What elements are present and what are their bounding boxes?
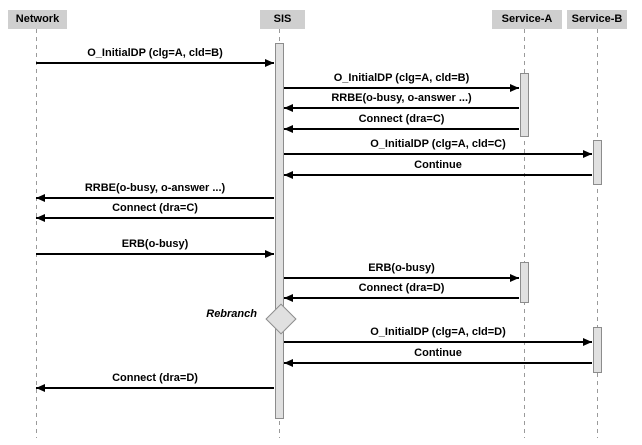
activation-bar-service-b [593,140,602,185]
arrowhead [36,213,45,222]
message-label: RRBE(o-busy, o-answer ...) [84,182,226,194]
message-line [284,87,519,89]
actor-header-service-a: Service-A [492,10,562,29]
activation-bar-service-a [520,262,529,303]
actor-label: SIS [273,13,292,25]
message-line [284,128,519,130]
actor-header-sis: SIS [260,10,305,29]
message-line [284,174,592,176]
rebranch-label: Rebranch [206,308,257,320]
arrowhead [265,58,274,67]
message-line [36,253,274,255]
arrowhead [583,149,592,158]
message-label: O_InitialDP (clg=A, cld=D) [370,326,506,338]
message: O_InitialDP (clg=A, cld=C) [284,138,592,158]
message-label: Continue [414,347,462,359]
arrowhead [510,273,519,282]
message-label: O_InitialDP (clg=A, cld=B) [333,72,470,84]
message-label: RRBE(o-busy, o-answer ...) [331,92,472,104]
message-line [284,341,592,343]
actor-label: Network [15,13,60,25]
arrowhead [284,124,293,133]
message-line [36,217,274,219]
message-label: Connect (dra=C) [112,202,198,214]
message-line [284,153,592,155]
message: Continue [284,347,592,367]
message-label: O_InitialDP (clg=A, cld=B) [87,47,223,59]
message-line [284,362,592,364]
message-label: Continue [414,159,462,171]
message-line [284,297,519,299]
message-label: Connect (dra=C) [358,113,445,125]
actor-label: Service-B [571,13,623,25]
message: Connect (dra=D) [284,282,519,302]
arrowhead [36,383,45,392]
actor-header-service-b: Service-B [567,10,627,29]
message-label: Connect (dra=D) [358,282,445,294]
message-line [284,107,519,109]
message-line [36,197,274,199]
message: O_InitialDP (clg=A, cld=B) [36,47,274,67]
message-label: ERB(o-busy) [121,238,189,250]
arrowhead [510,83,519,92]
message: Connect (dra=D) [36,372,274,392]
arrowhead [583,337,592,346]
message-line [36,62,274,64]
activation-bar-service-b [593,327,602,373]
message: Connect (dra=C) [36,202,274,222]
message-line [284,277,519,279]
lifeline-service-a [524,29,525,438]
activation-bar-service-a [520,73,529,137]
message: RRBE(o-busy, o-answer ...) [36,182,274,202]
message-label: ERB(o-busy) [368,262,435,274]
message: Connect (dra=C) [284,113,519,133]
message-label: O_InitialDP (clg=A, cld=C) [370,138,506,150]
message: RRBE(o-busy, o-answer ...) [284,92,519,112]
arrowhead [284,103,293,112]
message-label: Connect (dra=D) [112,372,198,384]
actor-header-network: Network [8,10,67,29]
message: O_InitialDP (clg=A, cld=B) [284,72,519,92]
actor-label: Service-A [501,13,553,25]
lifeline-service-b [597,29,598,438]
activation-bar-sis [275,43,284,419]
message-line [36,387,274,389]
arrowhead [265,249,274,258]
message: Continue [284,159,592,179]
lifeline-network [36,29,37,438]
message: ERB(o-busy) [284,262,519,282]
arrowhead [36,193,45,202]
arrowhead [284,170,293,179]
message: ERB(o-busy) [36,238,274,258]
arrowhead [284,293,293,302]
arrowhead [284,358,293,367]
message: O_InitialDP (clg=A, cld=D) [284,326,592,346]
